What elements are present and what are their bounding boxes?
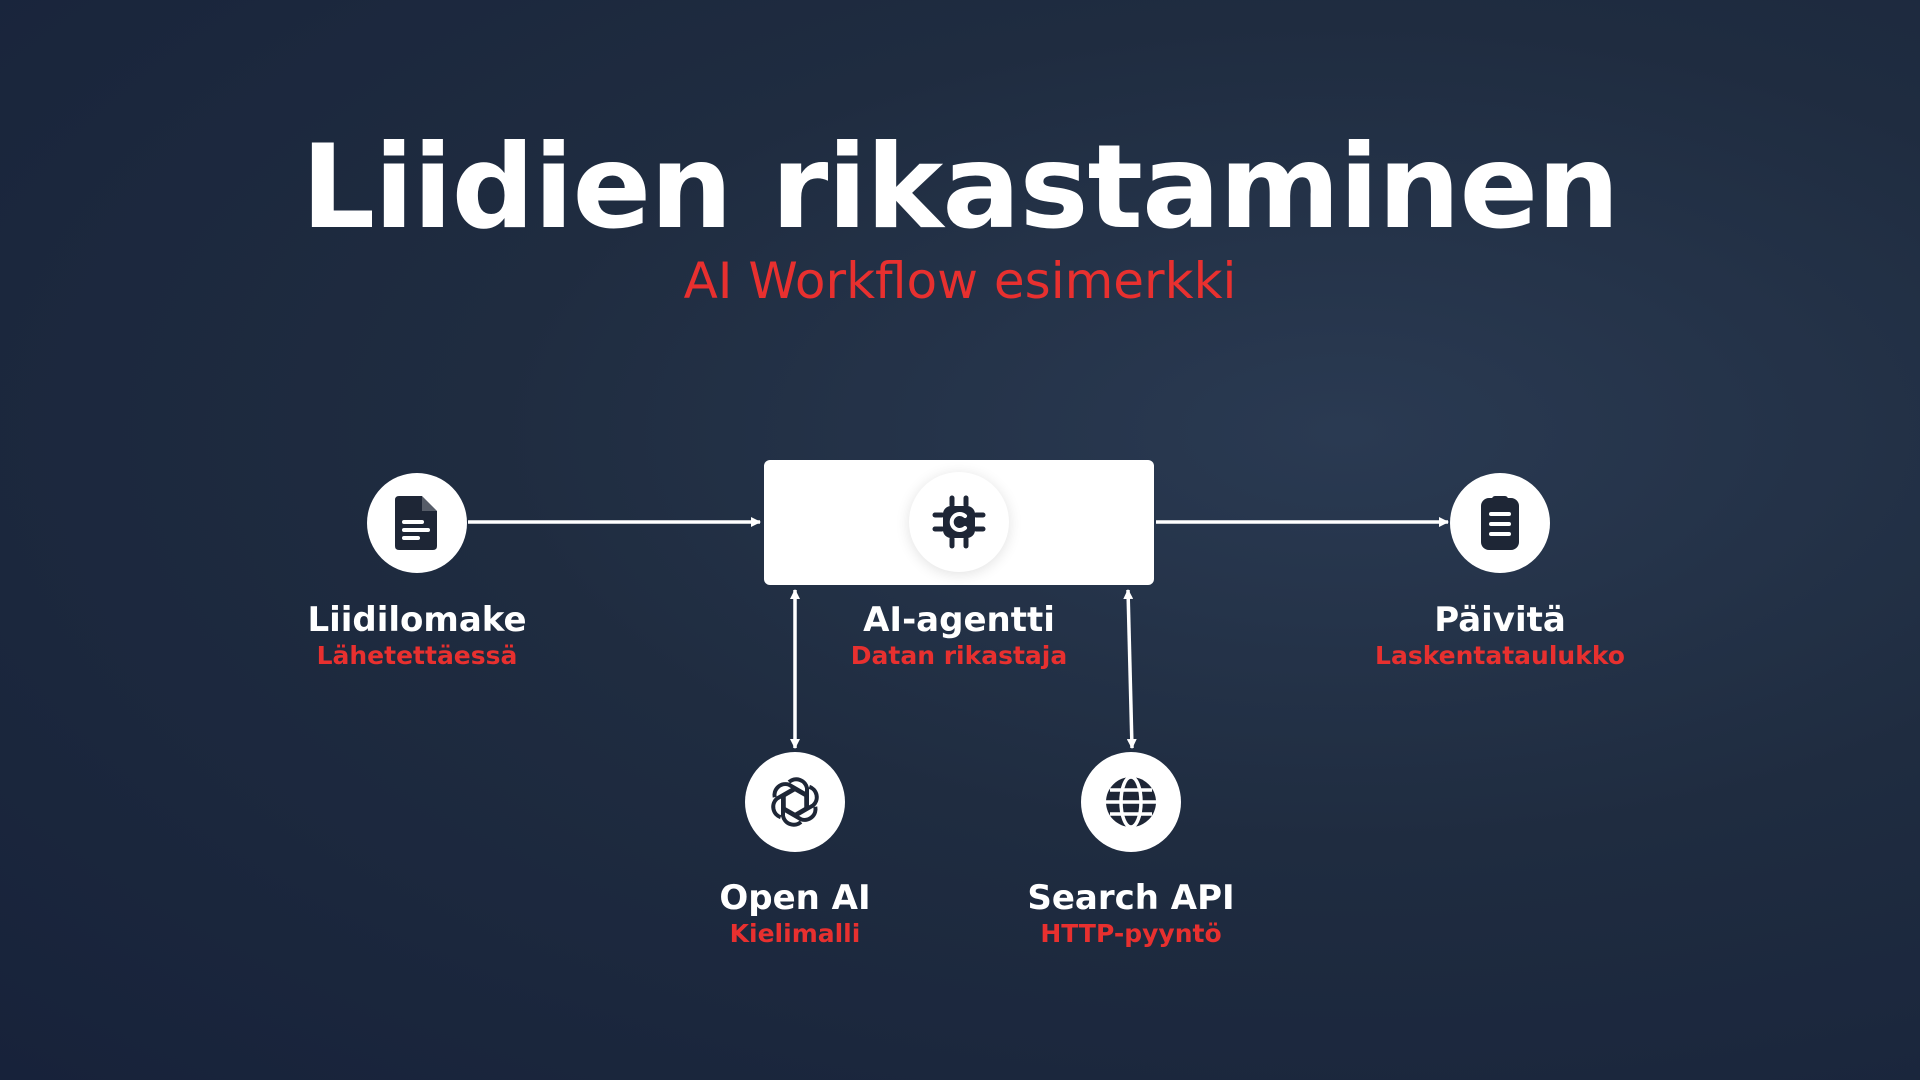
document-icon bbox=[395, 496, 437, 550]
openai-icon bbox=[771, 777, 819, 827]
node-search-label: Search API HTTP-pyyntö bbox=[961, 878, 1301, 950]
clipboard-icon bbox=[1481, 496, 1519, 550]
node-update-label: Päivitä Laskentataulukko bbox=[1330, 600, 1670, 672]
node-update-sub: Laskentataulukko bbox=[1375, 641, 1625, 670]
chip-icon bbox=[932, 495, 986, 549]
node-search-name: Search API bbox=[1027, 878, 1235, 918]
node-update bbox=[1450, 473, 1550, 573]
node-openai-label: Open AI Kielimalli bbox=[625, 878, 965, 950]
node-openai bbox=[745, 752, 845, 852]
node-agent-label: AI-agentti Datan rikastaja bbox=[789, 600, 1129, 672]
node-agent-name: AI-agentti bbox=[863, 600, 1055, 640]
globe-icon bbox=[1106, 775, 1156, 829]
node-update-name: Päivitä bbox=[1434, 600, 1566, 640]
edge-agent-search bbox=[1123, 589, 1137, 749]
page-subtitle: AI Workflow esimerkki bbox=[683, 252, 1237, 310]
node-agent-sub: Datan rikastaja bbox=[850, 641, 1068, 670]
agent-icon-wrap bbox=[909, 472, 1009, 572]
node-agent bbox=[764, 460, 1154, 585]
node-form-label: Liidilomake Lähetettäessä bbox=[247, 600, 587, 672]
node-search-sub: HTTP-pyyntö bbox=[1040, 919, 1222, 948]
node-openai-name: Open AI bbox=[719, 878, 871, 918]
node-form bbox=[367, 473, 467, 573]
page-title: Liidien rikastaminen bbox=[301, 120, 1620, 255]
node-search bbox=[1081, 752, 1181, 852]
node-form-sub: Lähetettäessä bbox=[316, 641, 518, 670]
node-openai-sub: Kielimalli bbox=[729, 919, 861, 948]
node-form-name: Liidilomake bbox=[307, 600, 527, 640]
